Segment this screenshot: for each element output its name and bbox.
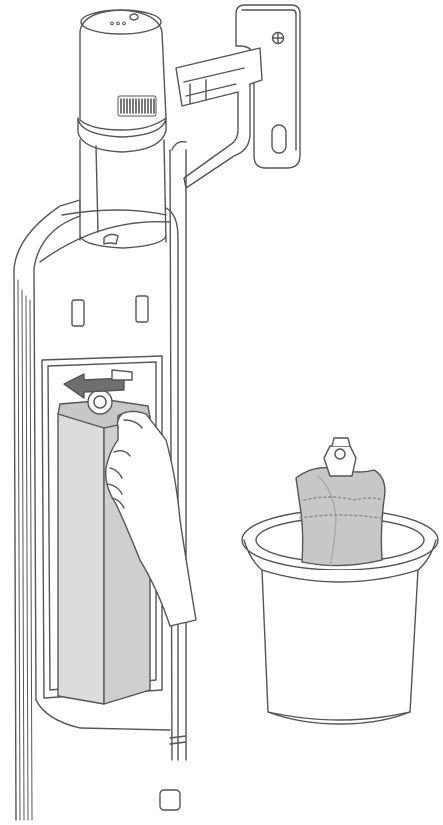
- dust-bag-discarded: [296, 438, 385, 566]
- screw-icon: [273, 33, 284, 44]
- indicator-window-right: [136, 296, 148, 322]
- wall-mount-bracket: [176, 5, 300, 188]
- bag-collar-ring: [88, 390, 112, 414]
- indicator-window-left: [72, 300, 84, 326]
